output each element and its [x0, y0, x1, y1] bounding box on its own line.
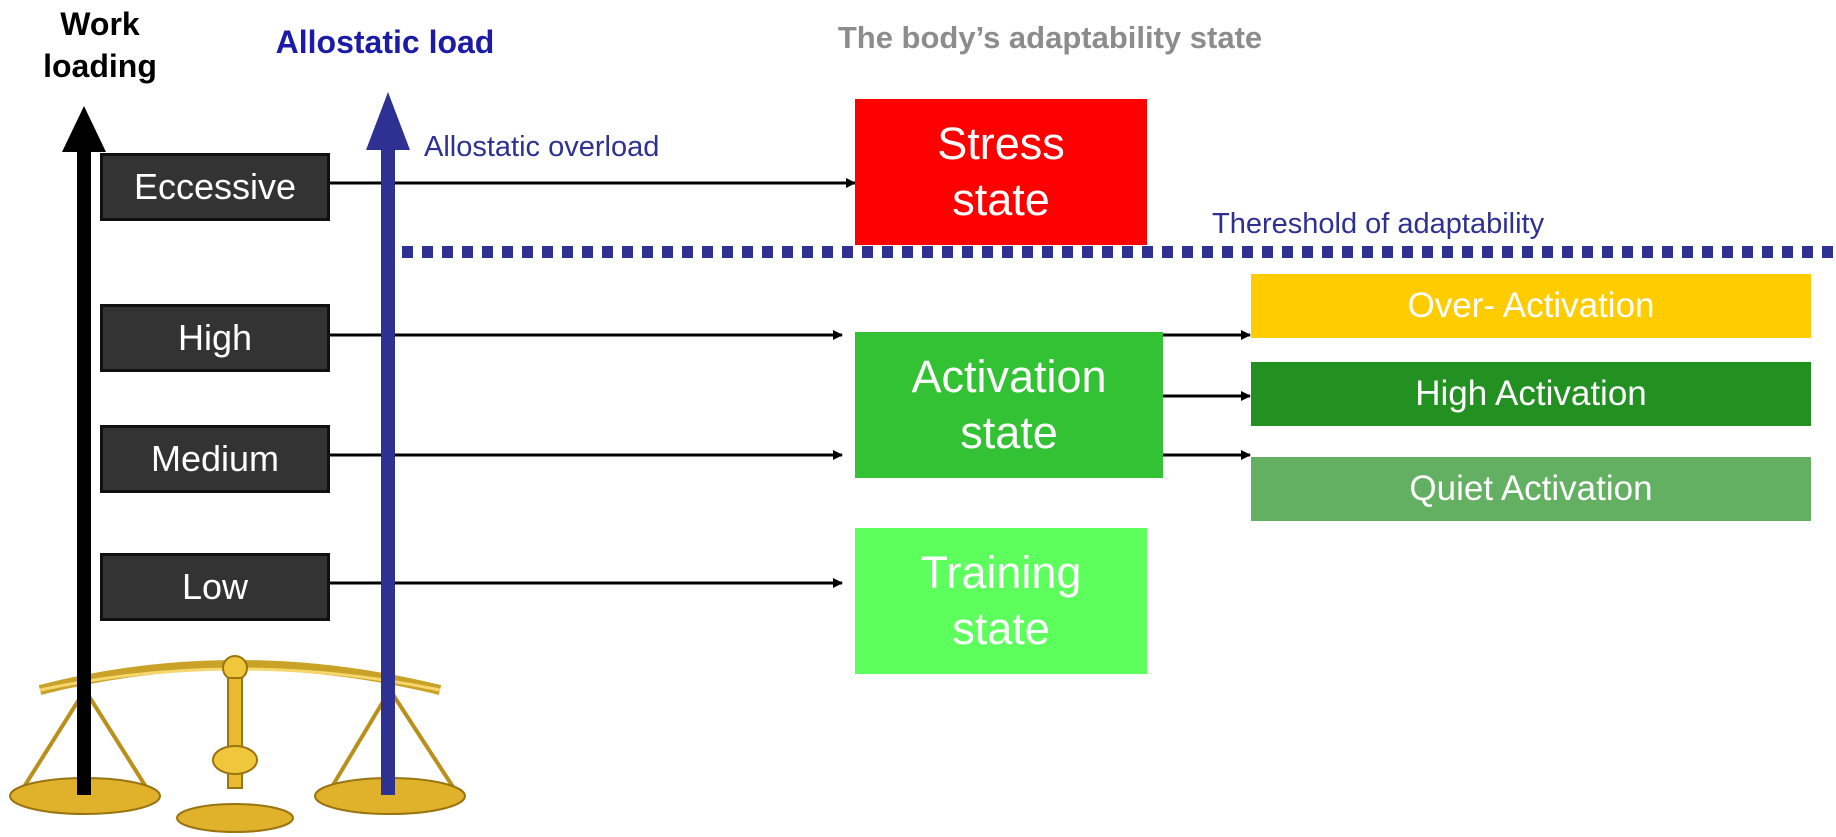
threshold-text: Thereshold of adaptability	[1212, 208, 1545, 240]
allostatic-overload-label: Allostatic overload	[424, 131, 659, 164]
high-activation-label: High Activation	[1415, 374, 1647, 413]
threshold-label: Thereshold of adaptability	[1212, 208, 1544, 241]
stress-state-line1: Stress	[937, 117, 1065, 169]
activation-state-line2: state	[960, 407, 1058, 458]
work-loading-header: Work loading	[20, 4, 180, 87]
level-low: Low	[100, 553, 330, 621]
training-state-line1: Training	[920, 546, 1082, 598]
level-high-label: High	[177, 317, 253, 358]
stress-state-box: Stress state	[855, 99, 1147, 245]
over-activation-label: Over- Activation	[1407, 286, 1655, 325]
balance-scale-icon	[9, 655, 466, 833]
level-excessive: Eccessive	[100, 153, 330, 221]
quiet-activation-label: Quiet Activation	[1409, 469, 1653, 508]
allostatic-load-header: Allostatic load	[250, 22, 520, 64]
training-state-line2: state	[952, 603, 1050, 654]
quiet-activation-box: Quiet Activation	[1251, 457, 1811, 521]
over-activation-box: Over- Activation	[1251, 274, 1811, 338]
level-low-label: Low	[181, 566, 249, 607]
allostatic-load-header-text: Allostatic load	[275, 24, 495, 60]
allostatic-overload-text: Allostatic overload	[424, 131, 660, 163]
high-activation-box: High Activation	[1251, 362, 1811, 426]
level-excessive-label: Eccessive	[133, 166, 297, 207]
stress-state-line2: state	[952, 174, 1050, 225]
work-loading-axis	[62, 106, 106, 795]
allostatic-load-axis	[366, 92, 410, 795]
adaptability-state-header: The body’s adaptability state	[770, 18, 1330, 58]
adaptability-state-header-text: The body’s adaptability state	[837, 20, 1263, 55]
training-state-box: Training state	[855, 528, 1147, 674]
activation-state-line1: Activation	[911, 350, 1107, 402]
level-medium-label: Medium	[150, 438, 280, 479]
level-medium: Medium	[100, 425, 330, 493]
work-loading-header-text: Work loading	[43, 6, 157, 84]
level-high: High	[100, 304, 330, 372]
activation-state-box: Activation state	[855, 332, 1163, 478]
